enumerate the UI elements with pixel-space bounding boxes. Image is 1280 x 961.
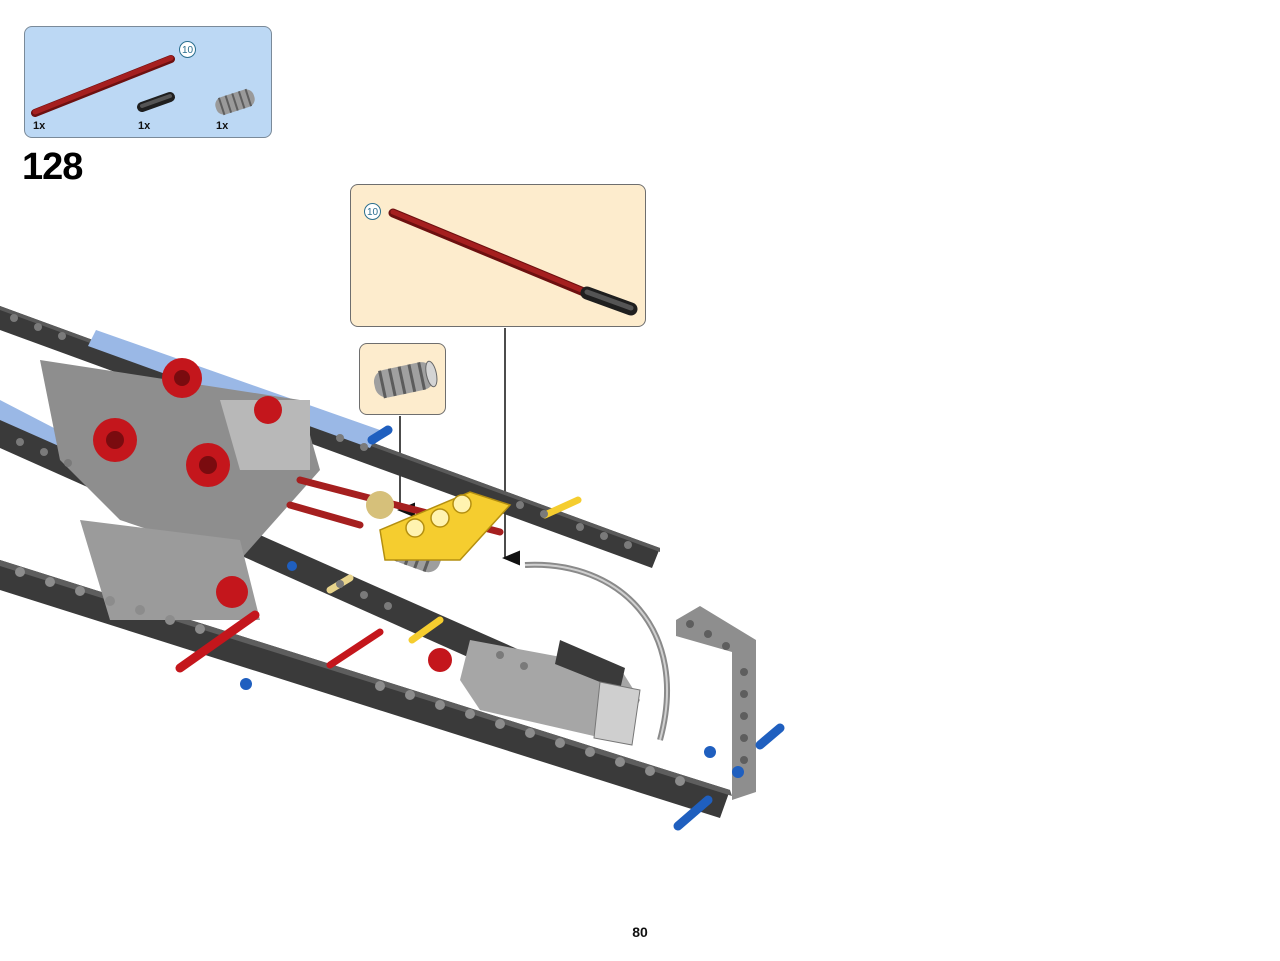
- axle-length-badge: 10: [179, 41, 196, 58]
- red-gears: [93, 358, 452, 672]
- lower-beam-holes: [15, 567, 685, 786]
- axle-callout: 10: [350, 184, 646, 327]
- axle-connector-part: [137, 92, 175, 112]
- blue-pins: [240, 425, 785, 831]
- motor: [460, 561, 671, 746]
- worm-gear-part: [215, 88, 255, 116]
- worm-gear-callout: [359, 343, 446, 415]
- connector-quantity: 1x: [138, 120, 151, 132]
- callout-axle-length-badge: 10: [364, 203, 381, 220]
- axle-10-part: [31, 55, 175, 117]
- right-l-beam: [676, 606, 756, 800]
- callout-worm-gear-illustration: [373, 360, 438, 399]
- callout-axle-illustration: [388, 208, 638, 316]
- upper-beam-holes: [10, 314, 632, 549]
- parts-list-illustrations: [31, 55, 255, 117]
- yellow-liftarm: [326, 491, 582, 644]
- axle-quantity: 1x: [33, 120, 46, 132]
- middle-beam-holes: [16, 438, 528, 670]
- step-number: 128: [22, 146, 83, 188]
- parts-list-box: 10 1x 1x 1x: [24, 26, 272, 138]
- worm-gear-quantity: 1x: [216, 120, 229, 132]
- gray-frame: [40, 360, 320, 620]
- page-number: 80: [632, 924, 648, 940]
